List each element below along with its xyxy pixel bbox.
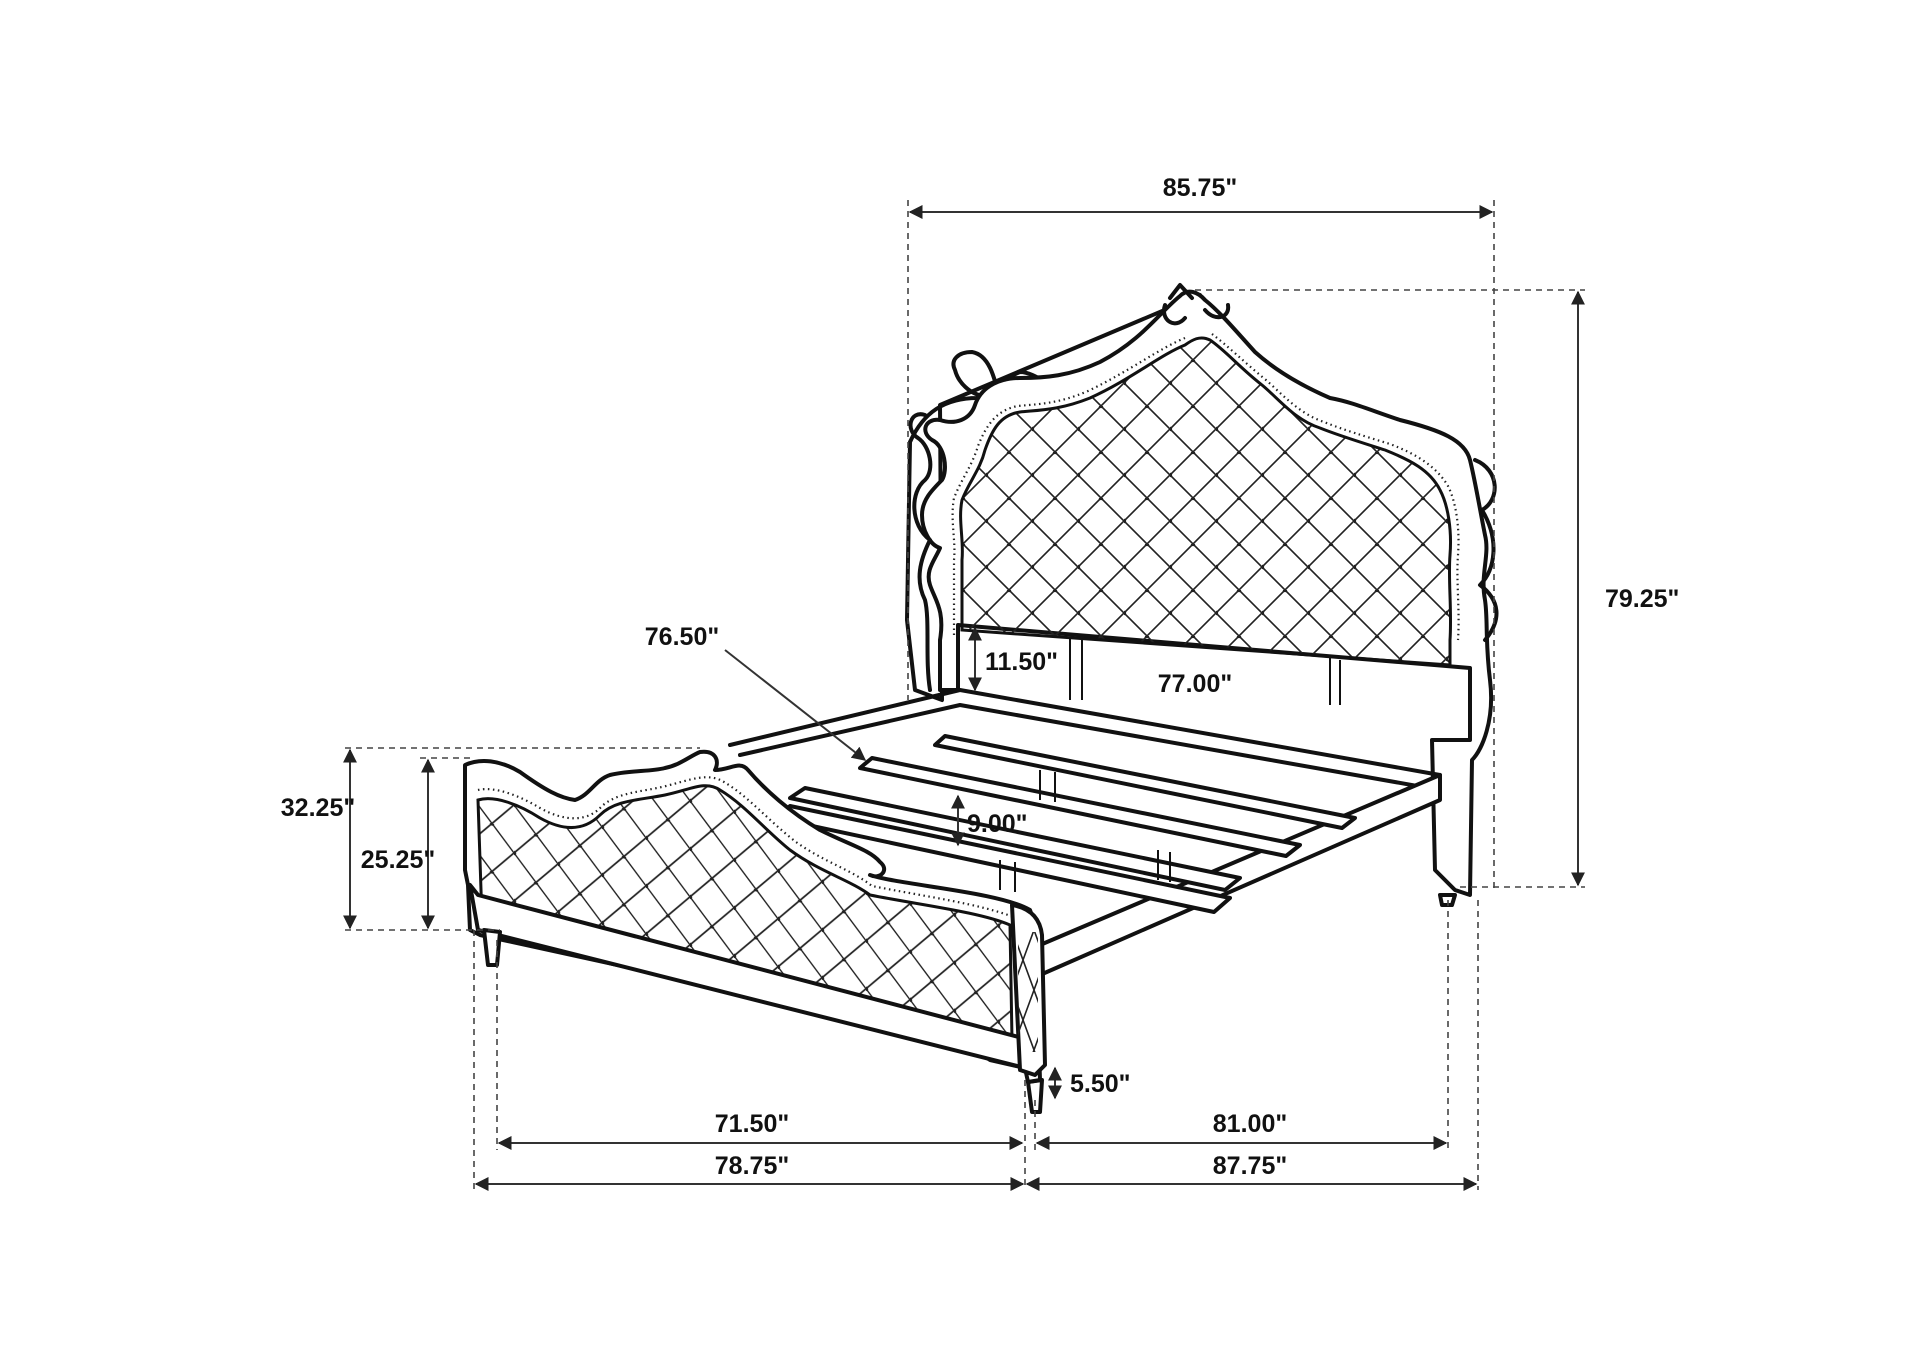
slat-support [999, 770, 1171, 892]
post-tufting [1018, 932, 1038, 1052]
footboard [463, 749, 1047, 1084]
footboard-tufted-field [476, 784, 1014, 1042]
headboard-finial [1162, 283, 1231, 326]
headboard [905, 283, 1499, 897]
label-slat-span: 81.00" [1213, 1110, 1287, 1138]
label-headboard-height: 79.25" [1605, 585, 1679, 613]
dimension-lines [343, 200, 1585, 1191]
label-rail-length: 76.50" [645, 623, 719, 651]
headboard-left-scroll [908, 412, 933, 692]
headboard-legs [1069, 638, 1341, 705]
bed-frame [728, 688, 1457, 1114]
label-side-rail-height: 9.00" [967, 810, 1028, 838]
headboard-nailhead-trim-right [1211, 333, 1460, 641]
slat [858, 756, 1302, 858]
label-footboard-width: 78.75" [715, 1152, 789, 1180]
label-overall-width: 85.75" [1163, 174, 1237, 202]
label-footboard-panel-height: 25.25" [361, 846, 435, 874]
label-inner-length: 71.50" [715, 1110, 789, 1138]
leader-rail-length [724, 649, 867, 761]
slat [788, 786, 1242, 892]
headboard-nailhead-trim [951, 336, 1186, 635]
leg-front-left [482, 928, 502, 967]
headboard-tufted-field [959, 336, 1453, 667]
label-footboard-height: 32.25" [281, 794, 355, 822]
label-overall-length: 87.75" [1213, 1152, 1287, 1180]
dimension-labels: 85.75" 79.25" 76.50" 11.50" 77.00" 32.25… [281, 174, 1680, 1180]
label-floor-clearance: 5.50" [1070, 1070, 1131, 1098]
slats [773, 734, 1357, 914]
footboard-nailhead-trim [477, 776, 1017, 920]
slat [933, 734, 1357, 830]
leg-front-right [1026, 1078, 1044, 1114]
label-headboard-clearance: 11.50" [985, 648, 1058, 676]
label-inner-width: 77.00" [1158, 670, 1232, 698]
